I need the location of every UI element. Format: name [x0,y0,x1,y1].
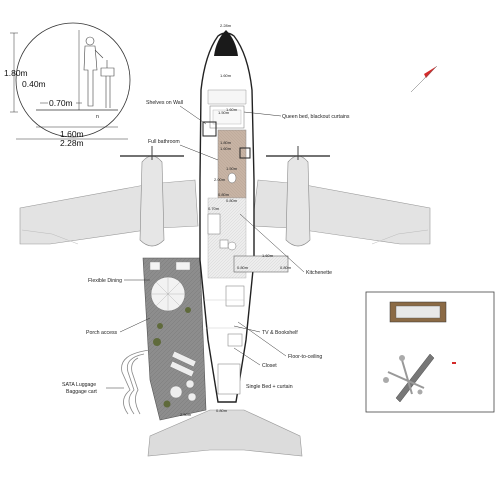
dim-height-inner: 0.40m [22,79,46,89]
person-figure-icon [83,36,104,107]
right-engine [285,155,311,247]
bathroom-floor [217,129,247,199]
dim-corridor-b: 0.80m [226,198,238,203]
dim-kitchen-b: 0.80m [237,265,249,270]
luggage-stairs [121,349,151,415]
label-dining: Flexible Dining [88,278,122,284]
dim-tail-width: 0.80m [216,408,228,413]
dim-inner-width: 0.70m [49,98,73,108]
label-luggage-1: SATA Luggage [62,382,96,388]
dim-corridor-c: 0.70m [208,206,220,211]
left-engine [139,155,165,247]
section-sink [100,60,115,108]
corridor-floor [207,197,247,279]
label-shelves: Shelves on Wall [146,100,183,106]
dim-bath-d: 2.00m [214,177,226,182]
dim-kitchen-c: 0.80m [280,265,292,270]
dim-corridor-a: 0.80m [218,192,230,197]
porch-deck [142,257,207,421]
dim-bath-b: 1.60m [220,146,232,151]
dim-bed-a: 1.60m [226,107,238,112]
dim-total-width: 2.28m [60,138,84,148]
label-luggage-2: Baggage cart [66,389,97,395]
right-propeller [266,146,330,160]
left-propeller [120,146,184,160]
label-queen-bed: Queen bed, blackout curtains [282,114,350,120]
label-kitchenette: Kitchenette [306,270,332,276]
dim-cockpit-width: 1.60m [220,73,232,78]
left-wing [19,179,199,245]
label-single-bed: Single Bed + curtain [246,384,293,390]
dim-floor-width: 1.60m [60,129,84,139]
inset-aircraft [395,353,435,403]
dim-bath-c: 1.50m [226,166,238,171]
svg-text:n: n [96,114,99,120]
fuselage-section-circle [15,22,131,138]
single-bed [217,363,241,395]
dim-porch-bottom: 2.50m [180,412,192,417]
fuselage [199,30,289,403]
annotations: Shelves on Wall Queen bed, blackout curt… [62,100,350,395]
dim-kitchen-a: 1.60m [262,253,274,258]
shelves-box [202,121,217,137]
nose-cone [214,30,238,56]
cross-section: 1.80m 0.40m 0.70m n 1.60m 2.28m [4,22,131,148]
label-porch: Porch access [86,330,118,336]
label-bathroom: Full bathroom [148,139,180,145]
dim-bath-a: 1.80m [220,140,232,145]
kitchenette-counter [233,255,289,273]
north-arrow-icon [410,65,438,93]
tail-plane [147,409,303,457]
wings [19,146,431,247]
label-tv: TV & Bookshelf [262,330,298,336]
plan-dimensions: 2.28m 1.60m 1.60m 1.50m 1.80m 1.60m 1.50… [180,23,292,417]
label-closet: Closet [262,363,277,369]
dim-height-outer: 1.80m [4,68,28,78]
right-wing [251,179,431,245]
dim-nose-width: 2.28m [220,23,232,28]
label-floor-ceiling: Floor-to-ceiling [288,354,322,360]
dim-bed-b: 1.50m [218,110,230,115]
site-plan-inset [365,291,495,413]
